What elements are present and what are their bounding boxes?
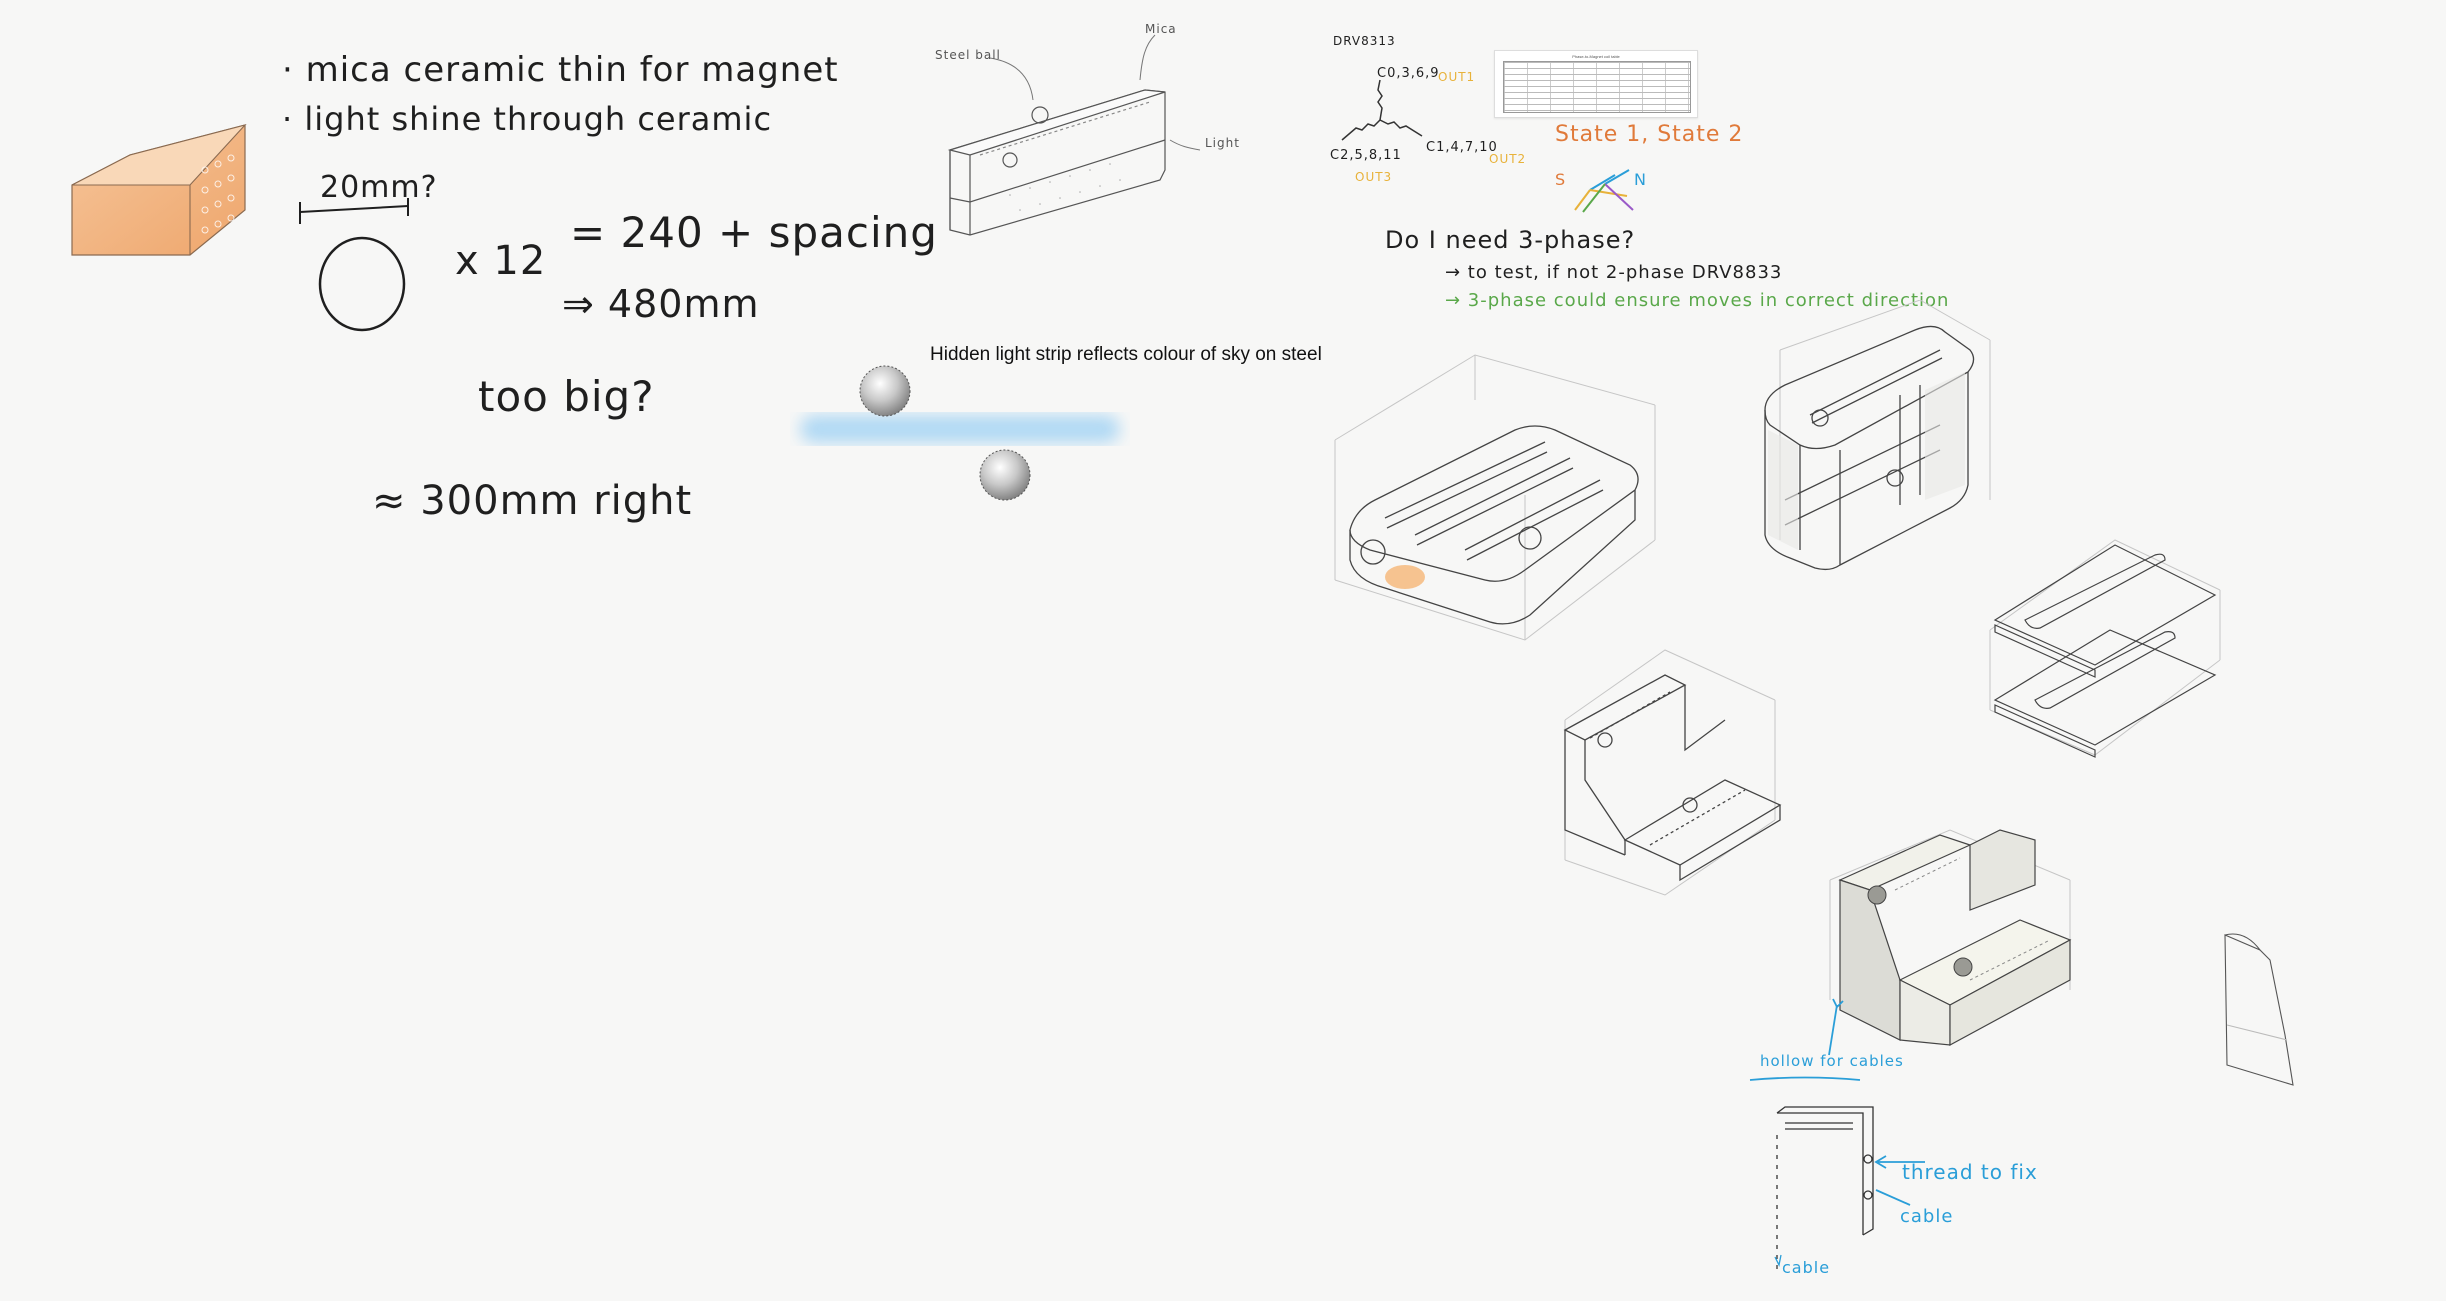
dimension-note: 20mm?: [320, 170, 438, 205]
note-line-1: · mica ceramic thin for magnet: [282, 50, 839, 90]
light-label: Light: [1205, 136, 1240, 150]
coil-table-grid: [1503, 61, 1691, 113]
light-strip-illustration: [800, 365, 1120, 501]
out1-coils: C0,3,6,9: [1377, 66, 1440, 81]
out2-coils: C1,4,7,10: [1426, 140, 1498, 155]
pole-n-label: N: [1634, 170, 1647, 189]
cable-note: cable: [1900, 1206, 1954, 1227]
multiply-note: x 12: [455, 238, 547, 284]
isometric-tray-sketch: [1334, 354, 1656, 641]
equation-note: = 240 + spacing: [570, 208, 938, 257]
out3-label: OUT3: [1355, 170, 1393, 184]
isometric-shaded-bracket-sketch: [1829, 829, 2072, 1047]
result-note: ⇒ 480mm: [562, 282, 760, 326]
three-phase-answer-1: → to test, if not 2-phase DRV8833: [1445, 262, 1783, 283]
isometric-plates-sketch: [1989, 539, 2221, 758]
light-strip-caption: Hidden light strip reflects colour of sk…: [930, 344, 1322, 365]
hollow-arrow: [1749, 998, 1861, 1081]
pole-s-label: S: [1555, 170, 1567, 189]
chip-label: DRV8313: [1333, 34, 1396, 48]
approx-note: ≈ 300mm right: [372, 478, 693, 524]
side-panel-sketch: [2224, 933, 2294, 1086]
phase-vector-diagram: [1574, 169, 1634, 213]
thread-cable-arrows: [1874, 1155, 1925, 1206]
magnet-circle: [318, 236, 406, 332]
out1-label: OUT1: [1438, 70, 1476, 84]
out3-coils: C2,5,8,11: [1330, 148, 1402, 163]
note-line-2: · light shine through ceramic: [282, 100, 773, 138]
isometric-raised-tray-sketch: [1764, 300, 1991, 571]
coil-table-title: Phase-to-Magnet coil table: [1572, 54, 1620, 59]
wiring-y-diagram: [1341, 79, 1423, 141]
too-big-note: too big?: [478, 372, 655, 421]
steel-ball-label: Steel ball: [935, 48, 1001, 62]
three-phase-answer-2: → 3-phase could ensure moves in correct …: [1445, 290, 1950, 311]
coil-table-thumbnail[interactable]: Phase-to-Magnet coil table: [1494, 50, 1698, 118]
three-phase-question: Do I need 3-phase?: [1385, 226, 1636, 254]
bracket-cable-detail: [1774, 1106, 1874, 1275]
cable-down-note: cable: [1782, 1258, 1831, 1277]
isometric-bracket-sketch: [1563, 649, 1782, 896]
mica-label: Mica: [1145, 22, 1177, 36]
dimension-line: [299, 198, 409, 224]
state-label: State 1, State 2: [1555, 122, 1744, 147]
hollow-note: hollow for cables: [1760, 1052, 1904, 1070]
out2-label: OUT2: [1489, 152, 1527, 166]
long-box-sketch: [947, 34, 1201, 236]
thread-note: thread to fix: [1902, 1160, 2038, 1184]
orange-block-sketch: [71, 123, 247, 256]
